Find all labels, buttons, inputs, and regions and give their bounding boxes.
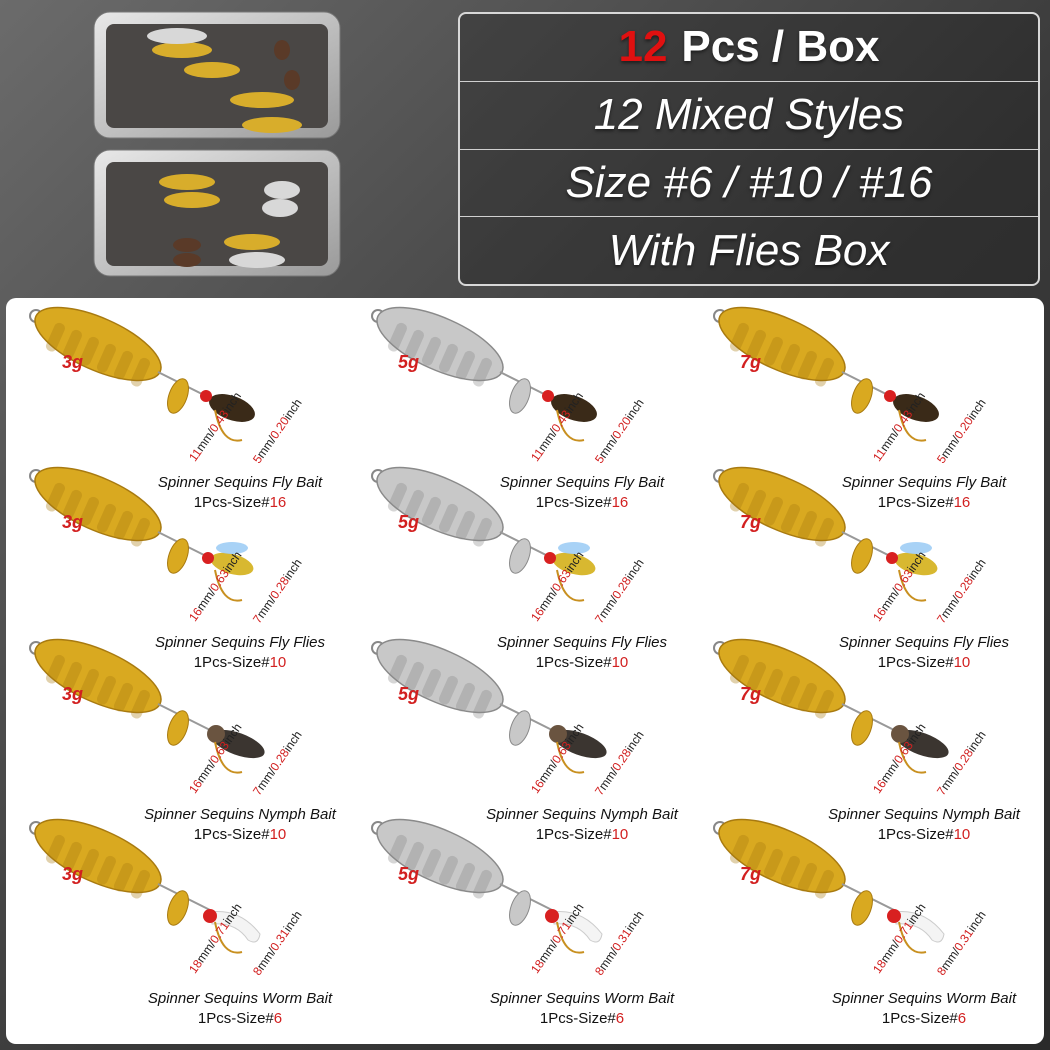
hook-size-number: 6 [615, 1010, 625, 1027]
header: 12 Pcs / Box 12 Mixed Styles Size #6 / #… [0, 0, 1050, 300]
flies-box-photo [93, 11, 341, 277]
product-name: Spinner Sequins Worm Bait [147, 990, 333, 1007]
weight-label: 3g [62, 864, 84, 884]
count-text: Pcs / Box [681, 22, 880, 72]
weight-label: 5g [398, 864, 420, 884]
product-name: Spinner Sequins Fly Bait [157, 474, 323, 491]
spinner-lure-image [29, 818, 261, 954]
hook-size-number: 16 [269, 494, 287, 511]
hook-size-number: 10 [953, 826, 971, 843]
hook-size-number: 16 [953, 494, 971, 511]
product-quantity: 1Pcs-Size#10 [130, 654, 350, 671]
spinner-lure-image [29, 466, 254, 602]
hook-size-number: 10 [953, 654, 971, 671]
quantity-prefix: 1Pcs-Size# [877, 494, 954, 511]
product-quantity: 1Pcs-Size#16 [130, 494, 350, 511]
weight-label: 3g [62, 512, 84, 532]
spinner-lure-image [713, 638, 949, 774]
product-name: Spinner Sequins Nymph Bait [828, 806, 1020, 823]
product-name: Spinner Sequins Nymph Bait [486, 806, 678, 823]
quantity-prefix: 1Pcs-Size# [193, 654, 270, 671]
quantity-prefix: 1Pcs-Size# [197, 1010, 274, 1027]
weight-label: 5g [398, 512, 420, 532]
weight-label: 5g [398, 684, 420, 704]
box-line: With Flies Box [460, 216, 1038, 284]
hook-size-number: 6 [273, 1010, 283, 1027]
product-name: Spinner Sequins Fly Flies [496, 634, 668, 651]
spinner-lure-image [29, 638, 265, 774]
hook-size-number: 10 [611, 826, 629, 843]
hook-size-number: 10 [611, 654, 629, 671]
quantity-prefix: 1Pcs-Size# [535, 654, 612, 671]
quantity-prefix: 1Pcs-Size# [193, 494, 270, 511]
size-line: Size #6 / #10 / #16 [460, 148, 1038, 217]
product-quantity: 1Pcs-Size#10 [472, 826, 692, 843]
product-quantity: 1Pcs-Size#10 [814, 654, 1034, 671]
weight-label: 5g [398, 352, 420, 372]
weight-label: 3g [62, 352, 84, 372]
weight-label: 3g [62, 684, 84, 704]
product-name: Spinner Sequins Fly Flies [154, 634, 326, 651]
hook-size-number: 16 [611, 494, 629, 511]
weight-label: 7g [740, 352, 762, 372]
count-number: 12 [618, 22, 668, 72]
quantity-prefix: 1Pcs-Size# [193, 826, 270, 843]
product-quantity: 1Pcs-Size#6 [130, 1010, 350, 1027]
quantity-prefix: 1Pcs-Size# [881, 1010, 958, 1027]
spinner-lure-image [713, 306, 939, 442]
hook-size-number: 10 [269, 826, 287, 843]
product-name: Spinner Sequins Nymph Bait [144, 806, 336, 823]
product-name: Spinner Sequins Worm Bait [831, 990, 1017, 1007]
count-line: 12 Pcs / Box [460, 14, 1038, 81]
quantity-prefix: 1Pcs-Size# [877, 826, 954, 843]
product-name: Spinner Sequins Worm Bait [489, 990, 675, 1007]
hook-size-number: 6 [957, 1010, 967, 1027]
product-quantity: 1Pcs-Size#10 [814, 826, 1034, 843]
spinner-lure-image [713, 818, 945, 954]
quantity-prefix: 1Pcs-Size# [535, 494, 612, 511]
product-quantity: 1Pcs-Size#10 [472, 654, 692, 671]
product-name: Spinner Sequins Fly Flies [838, 634, 1010, 651]
weight-label: 7g [740, 864, 762, 884]
styles-line: 12 Mixed Styles [460, 80, 1038, 149]
quantity-prefix: 1Pcs-Size# [877, 654, 954, 671]
quantity-prefix: 1Pcs-Size# [535, 826, 612, 843]
spinner-lure-image [371, 306, 597, 442]
product-name: Spinner Sequins Fly Bait [499, 474, 665, 491]
spinner-lure-image [713, 466, 938, 602]
product-quantity: 1Pcs-Size#6 [814, 1010, 1034, 1027]
quantity-prefix: 1Pcs-Size# [539, 1010, 616, 1027]
product-quantity: 1Pcs-Size#10 [130, 826, 350, 843]
spinner-lure-image [371, 638, 607, 774]
hook-size-number: 10 [269, 654, 287, 671]
weight-label: 7g [740, 684, 762, 704]
product-name: Spinner Sequins Fly Bait [841, 474, 1007, 491]
product-quantity: 1Pcs-Size#16 [472, 494, 692, 511]
info-panel: 12 Pcs / Box 12 Mixed Styles Size #6 / #… [458, 12, 1040, 286]
spinner-lure-image [371, 466, 596, 602]
product-quantity: 1Pcs-Size#16 [814, 494, 1034, 511]
spinner-lure-image [371, 818, 603, 954]
spinner-lure-image [29, 306, 255, 442]
product-quantity: 1Pcs-Size#6 [472, 1010, 692, 1027]
weight-label: 7g [740, 512, 762, 532]
